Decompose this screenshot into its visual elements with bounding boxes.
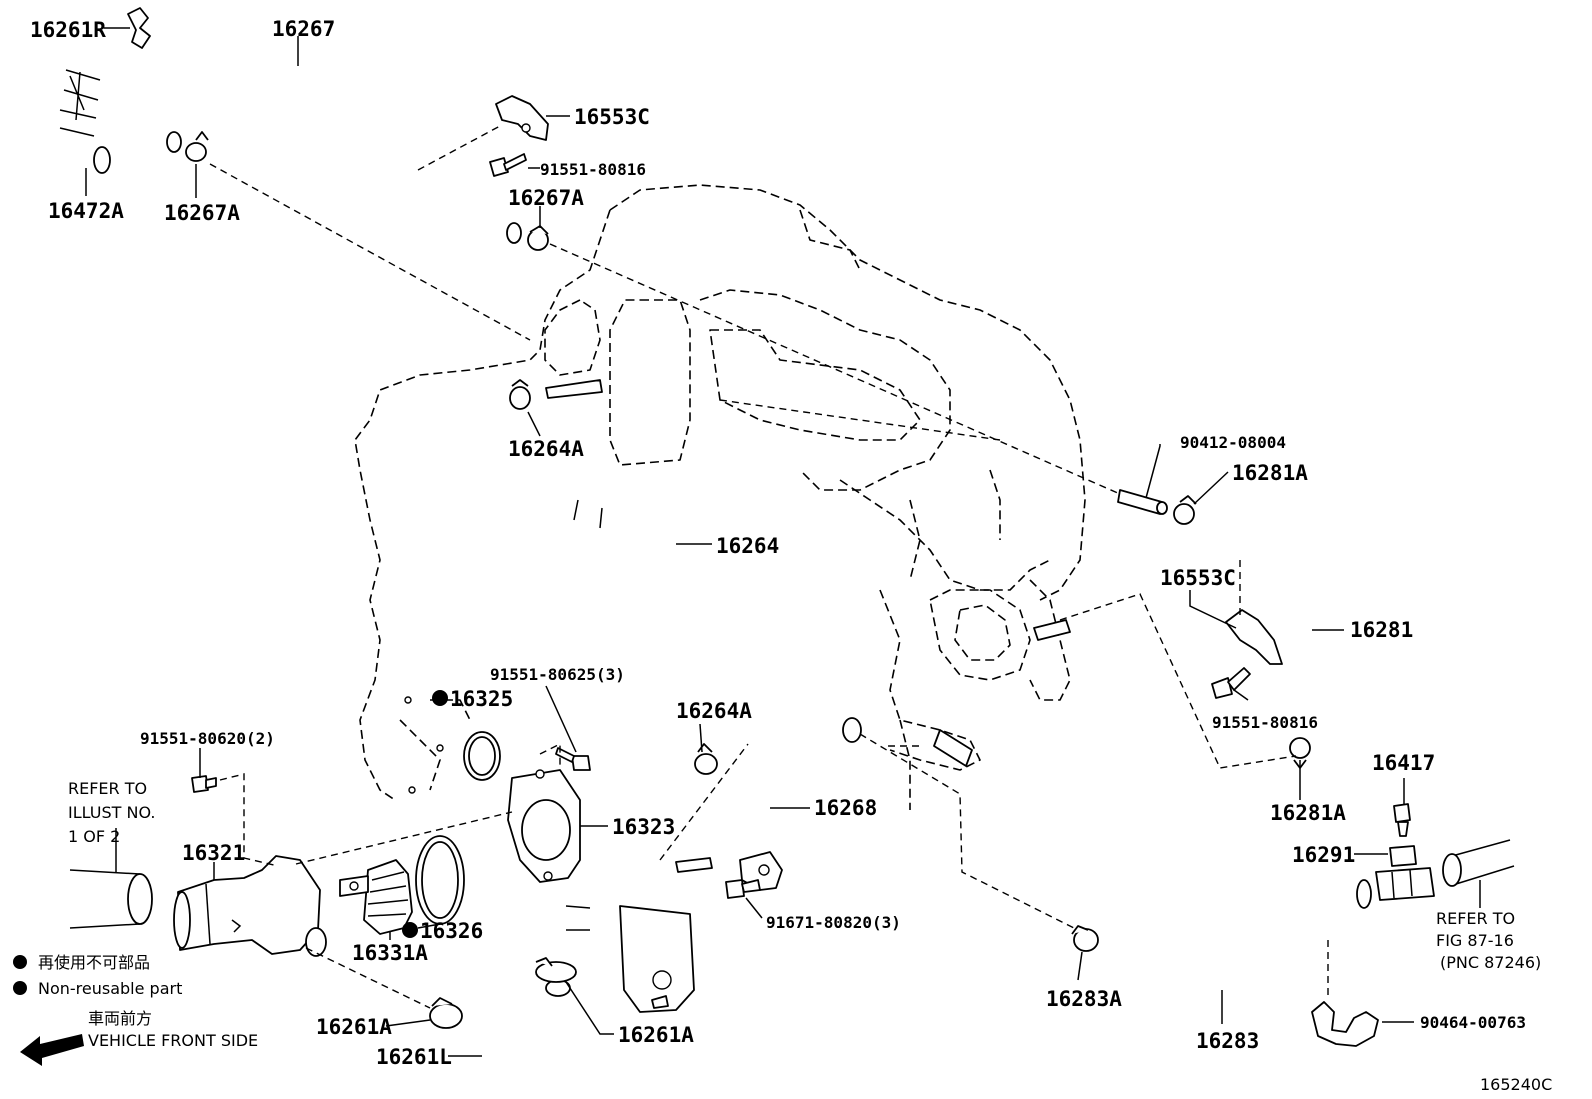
label-16261A-left: 16261A	[316, 1015, 392, 1039]
bolt-91551-80816-top	[489, 153, 527, 177]
front-direction: 車両前方 VEHICLE FRONT SIDE	[20, 1009, 258, 1066]
union-16291	[1375, 845, 1435, 901]
label-16267A-right: 16267A	[508, 186, 584, 210]
housing-16321	[173, 855, 327, 957]
hose-16264	[438, 392, 694, 780]
refer-fig-line1: REFER TO	[1436, 909, 1515, 928]
label-16321: 16321	[182, 841, 245, 865]
legend-jp: 再使用不可部品	[38, 953, 150, 972]
front-jp: 車両前方	[88, 1009, 152, 1028]
refer-illust-line1: REFER TO	[68, 779, 147, 798]
label-16264A-top: 16264A	[508, 437, 584, 461]
bracket-16553C-right	[1225, 609, 1283, 665]
refer-fig-line3: (PNC 87246)	[1440, 953, 1541, 972]
label-16323: 16323	[612, 815, 675, 839]
label-91551-80620: 91551-80620(2)	[140, 729, 275, 748]
hose-16268	[564, 698, 862, 940]
label-16331A: 16331A	[352, 941, 428, 965]
refer-hose-left	[69, 869, 153, 929]
label-16281A-top: 16281A	[1232, 461, 1308, 485]
label-91551-80816-right: 91551-80816	[1212, 713, 1318, 732]
bolt-91671-80820	[651, 879, 761, 1009]
legend-dot-en	[13, 981, 27, 995]
label-16291: 16291	[1292, 843, 1355, 867]
hose-16472A	[53, 45, 113, 174]
clamp-16267A-left	[185, 131, 209, 162]
refer-illust-line3: 1 OF 2	[68, 827, 120, 846]
housing-16323	[507, 769, 581, 883]
label-16261A-right: 16261A	[618, 1023, 694, 1047]
clamp-16261A-left	[429, 997, 463, 1029]
front-arrow-icon	[20, 1034, 84, 1066]
hose-16283	[1107, 879, 1375, 997]
bolt-91551-80625	[555, 747, 591, 771]
label-16261R: 16261R	[30, 18, 106, 42]
non-reusable-mark-16325	[432, 690, 448, 706]
part-labels: 16261R 16267 16472A 16267A 16553C 91551-…	[30, 17, 1526, 1069]
label-91551-80816-top: 91551-80816	[540, 160, 646, 179]
label-90464-00763: 90464-00763	[1420, 1013, 1526, 1032]
label-16326: 16326	[420, 919, 483, 943]
bracket-16553C-top	[495, 95, 549, 141]
clamp-16267A-right	[527, 225, 549, 251]
refer-note-left: REFER TO ILLUST NO. 1 OF 2	[68, 779, 155, 846]
label-16264: 16264	[716, 534, 779, 558]
plug-16417	[1393, 803, 1411, 837]
refer-hose-right	[1442, 839, 1515, 887]
legend-dot-jp	[13, 955, 27, 969]
thermostat-16331A	[339, 859, 413, 935]
clamp-16264A-bottom	[694, 743, 718, 775]
clamp-16281A-top	[1173, 495, 1197, 525]
label-16553C-right: 16553C	[1160, 566, 1236, 590]
refer-note-right: REFER TO FIG 87-16 (PNC 87246)	[1436, 909, 1541, 972]
label-16283: 16283	[1196, 1029, 1259, 1053]
engine-pipe-detail	[933, 619, 1071, 767]
label-16281A-bottom: 16281A	[1270, 801, 1346, 825]
label-16268: 16268	[814, 796, 877, 820]
label-16267: 16267	[272, 17, 335, 41]
non-reusable-mark-16326	[402, 922, 418, 938]
gasket-16326	[415, 835, 465, 925]
label-90412-08004: 90412-08004	[1180, 433, 1286, 452]
legend-en: Non-reusable part	[38, 979, 182, 998]
assembly-lines	[209, 125, 1329, 1009]
bolt-91551-80620	[191, 775, 217, 793]
hose-16267	[137, 17, 523, 244]
clip-90464-00763	[1311, 1001, 1379, 1047]
refer-fig-line2: FIG 87-16	[1436, 931, 1514, 950]
clip-16261R	[127, 7, 151, 49]
label-16417: 16417	[1372, 751, 1435, 775]
label-16267A-left: 16267A	[164, 201, 240, 225]
clamp-16264A-top	[509, 379, 603, 410]
illustration-code: 165240C	[1480, 1075, 1552, 1094]
label-16472A: 16472A	[48, 199, 124, 223]
clamp-16261A-right	[535, 957, 577, 983]
label-16264A-bottom: 16264A	[676, 699, 752, 723]
label-16283A: 16283A	[1046, 987, 1122, 1011]
engine-outline	[354, 184, 1086, 810]
label-16325: 16325	[450, 687, 513, 711]
hose-16281	[1196, 510, 1366, 758]
leader-lines	[85, 27, 1481, 1057]
label-91671-80820: 91671-80820(3)	[766, 913, 901, 932]
label-16261L: 16261L	[376, 1045, 452, 1069]
label-91551-80625: 91551-80625(3)	[490, 665, 625, 684]
label-16553C-top: 16553C	[574, 105, 650, 129]
legend: 再使用不可部品 Non-reusable part	[13, 953, 182, 998]
bracket-16268	[619, 851, 783, 1013]
hose-16261L	[474, 978, 571, 1068]
refer-illust-line2: ILLUST NO.	[68, 803, 155, 822]
label-16281: 16281	[1350, 618, 1413, 642]
bolt-91551-80816-right	[1211, 667, 1251, 699]
gasket-16325	[463, 731, 501, 781]
pipe-90412-08004	[1117, 489, 1168, 515]
front-en: VEHICLE FRONT SIDE	[88, 1031, 258, 1050]
clamp-16283A	[1071, 925, 1099, 952]
